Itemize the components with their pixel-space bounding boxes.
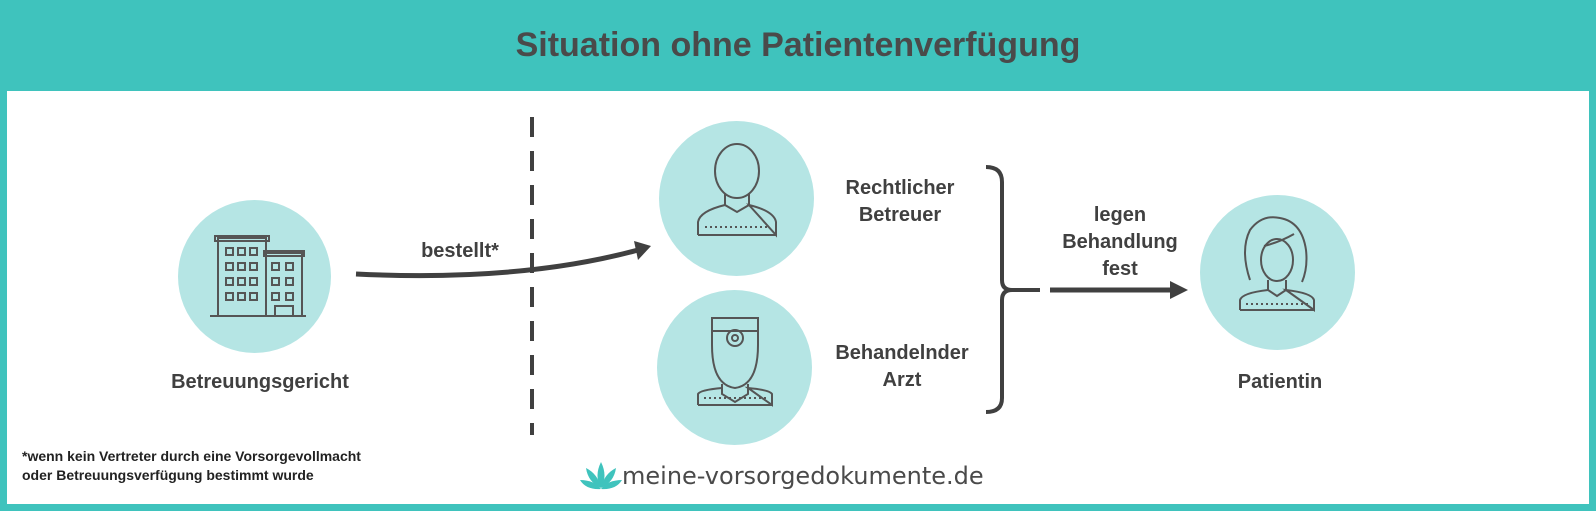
guardian-label: Rechtlicher Betreuer: [845, 177, 955, 226]
decide-arrowhead: [1170, 281, 1188, 299]
appoints-arrow: [355, 247, 639, 279]
court-circle: [178, 200, 331, 353]
court-label: Betreuungsgericht: [171, 371, 349, 393]
patient-circle: [1200, 195, 1355, 350]
appoints-label: bestellt*: [421, 240, 499, 262]
doctor-label: Behandelnder Arzt: [835, 342, 969, 391]
doctor-icon: [697, 317, 773, 407]
decide-label: legen Behandlung fest: [1062, 204, 1178, 280]
brand-name: meine-vorsorgedokumente.de: [622, 462, 984, 490]
building-icon: [210, 235, 306, 317]
title-bar: [0, 0, 1596, 91]
female-patient-icon: [1239, 216, 1315, 312]
footnote: *wenn kein Vertreter durch eine Vorsorge…: [22, 448, 361, 483]
lotus-logo-icon: [580, 462, 622, 490]
page-title: Situation ohne Patientenverfügung: [515, 26, 1081, 64]
appoints-arrowhead: [634, 241, 651, 260]
person-icon: [697, 143, 777, 238]
patient-label: Patientin: [1237, 371, 1323, 393]
doctor-circle: [657, 290, 812, 445]
group-bracket: [985, 165, 1040, 414]
